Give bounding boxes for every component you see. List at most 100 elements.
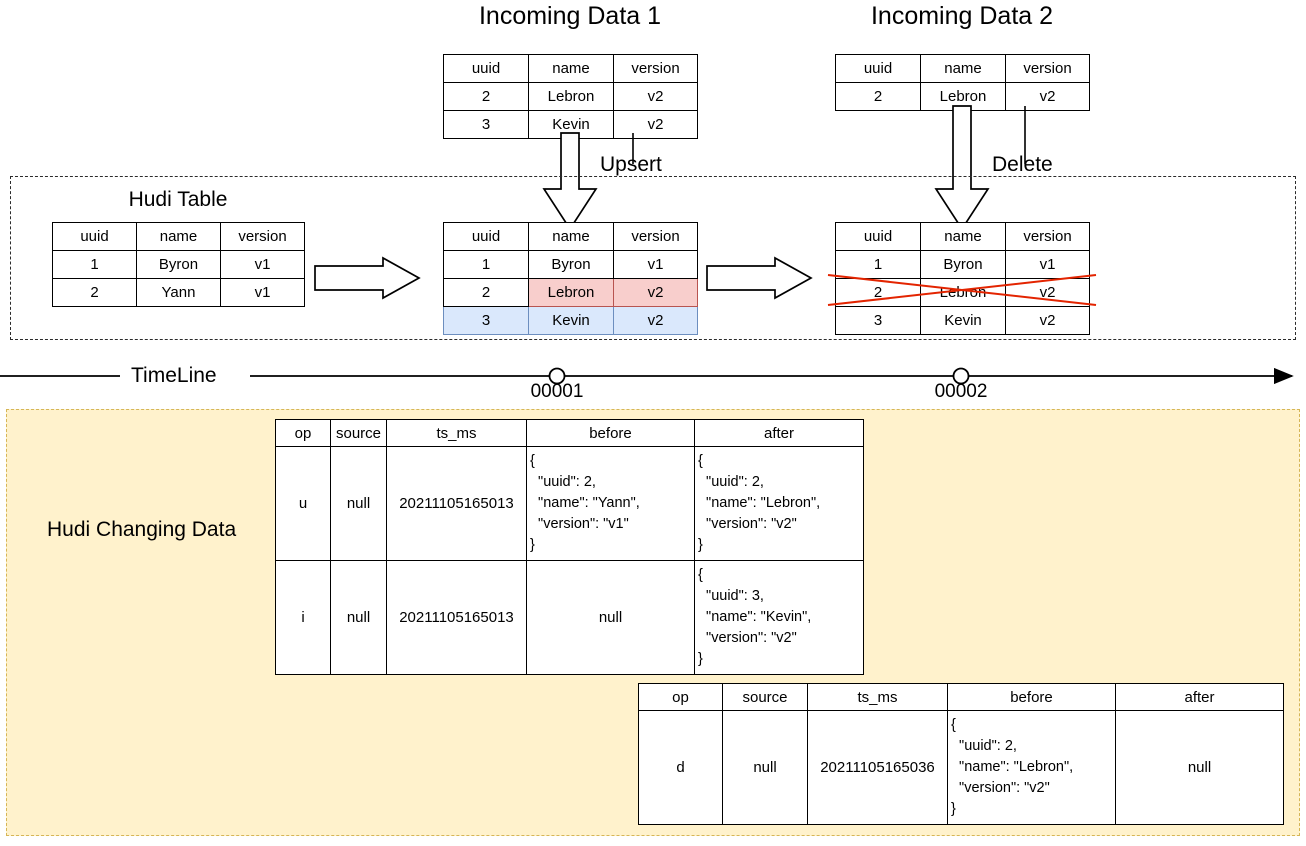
col-uuid: uuid [443,222,529,251]
deleted-row-cross-icon [827,274,1097,306]
cell-version: v1 [1005,250,1090,279]
table-header-row: op source ts_ms before after [275,419,864,447]
table-row: 1 Byron v1 [443,250,698,279]
cell-source: null [330,560,387,676]
cell-version: v2 [613,82,698,111]
col-uuid: uuid [52,222,137,251]
table-row: i null 20211105165013 null { "uuid": 3, … [275,560,864,676]
delete-arrow [934,105,1026,231]
incoming-data-2-table: uuid name version 2 Lebron v2 [835,54,1090,111]
transition-arrow-1 [314,256,421,300]
table-row-updated: 2 Lebron v2 [443,278,698,307]
cell-uuid: 1 [443,250,529,279]
col-before: before [526,419,695,447]
cell-version: v2 [1005,82,1090,111]
cell-ts-ms: 20211105165036 [807,709,948,826]
cell-name: Yann [136,278,221,307]
cell-after: { "uuid": 2, "name": "Lebron", "version"… [694,445,864,562]
table-row: 1 Byron v1 [835,250,1090,279]
cell-op: u [275,445,331,562]
cell-after: { "uuid": 3, "name": "Kevin", "version":… [694,560,864,676]
cell-version: v2 [613,110,698,139]
cdc-table-commit-2: op source ts_ms before after d null 2021… [638,683,1284,826]
incoming-data-1-table: uuid name version 2 Lebron v2 3 Kevin v2 [443,54,698,139]
table-row-inserted: 3 Kevin v2 [443,306,698,335]
delete-block-arrow [934,105,990,231]
col-ts-ms: ts_ms [807,683,948,711]
col-version: version [613,222,698,251]
block-arrow-right [706,256,813,300]
cell-version: v1 [220,250,305,279]
cell-before: { "uuid": 2, "name": "Lebron", "version"… [947,709,1116,826]
table-header-row: uuid name version [443,54,698,83]
table-row: 2 Lebron v2 [443,82,698,111]
cell-source: null [330,445,387,562]
table-row: 3 Kevin v2 [835,306,1090,335]
cell-name: Byron [920,250,1006,279]
timeline-label: TimeLine [131,364,217,387]
col-after: after [1115,683,1284,711]
cell-uuid: 1 [52,250,137,279]
col-uuid: uuid [443,54,529,83]
timeline-tick-label-00001: 00001 [530,381,584,402]
upsert-label: Upsert [600,153,662,176]
col-name: name [136,222,221,251]
table-header-row: uuid name version [835,222,1090,251]
table-row: u null 20211105165013 { "uuid": 2, "name… [275,445,864,562]
transition-arrow-2 [706,256,813,300]
timeline-tick-00001 [548,367,566,385]
cdc-table-commit-1: op source ts_ms before after u null 2021… [275,419,864,676]
block-arrow-right [314,256,421,300]
col-after: after [694,419,864,447]
cell-uuid: 2 [52,278,137,307]
hudi-table-title: Hudi Table [128,188,228,211]
cell-uuid: 2 [443,82,529,111]
cell-op: d [638,709,723,826]
upsert-block-arrow [542,132,598,231]
upsert-arrow [542,132,634,231]
timeline-axis [0,367,1294,385]
table-header-row: uuid name version [835,54,1090,83]
col-source: source [722,683,808,711]
col-name: name [920,222,1006,251]
cell-name: Byron [136,250,221,279]
col-version: version [1005,222,1090,251]
table-row: 1 Byron v1 [52,250,305,279]
hudi-changing-data-label: Hudi Changing Data [47,518,237,541]
col-op: op [638,683,723,711]
cell-uuid: 1 [835,250,921,279]
hudi-table-after-upsert: uuid name version 1 Byron v1 2 Lebron v2… [443,222,698,335]
cell-name: Lebron [528,82,614,111]
col-name: name [528,222,614,251]
cell-uuid: 3 [443,306,529,335]
incoming-data-1-title: Incoming Data 1 [478,2,662,30]
cell-name: Kevin [920,306,1006,335]
col-version: version [220,222,305,251]
cell-uuid: 3 [443,110,529,139]
col-name: name [920,54,1006,83]
cell-source: null [722,709,808,826]
hudi-table-container [10,176,1296,340]
col-before: before [947,683,1116,711]
cell-version: v1 [220,278,305,307]
cell-uuid: 3 [835,306,921,335]
table-row: 2 Lebron v2 [835,82,1090,111]
col-uuid: uuid [835,54,921,83]
cell-name: Byron [528,250,614,279]
table-header-row: uuid name version [52,222,305,251]
cell-uuid: 2 [443,278,529,307]
table-header-row: op source ts_ms before after [638,683,1284,711]
table-row: d null 20211105165036 { "uuid": 2, "name… [638,709,1284,826]
cell-before: { "uuid": 2, "name": "Yann", "version": … [526,445,695,562]
col-source: source [330,419,387,447]
cell-ts-ms: 20211105165013 [386,445,527,562]
delete-label: Delete [992,153,1053,176]
col-version: version [1005,54,1090,83]
col-name: name [528,54,614,83]
cell-name: Kevin [528,306,614,335]
col-uuid: uuid [835,222,921,251]
cell-uuid: 2 [835,82,921,111]
cell-ts-ms: 20211105165013 [386,560,527,676]
timeline-tick-label-00002: 00002 [934,381,988,402]
